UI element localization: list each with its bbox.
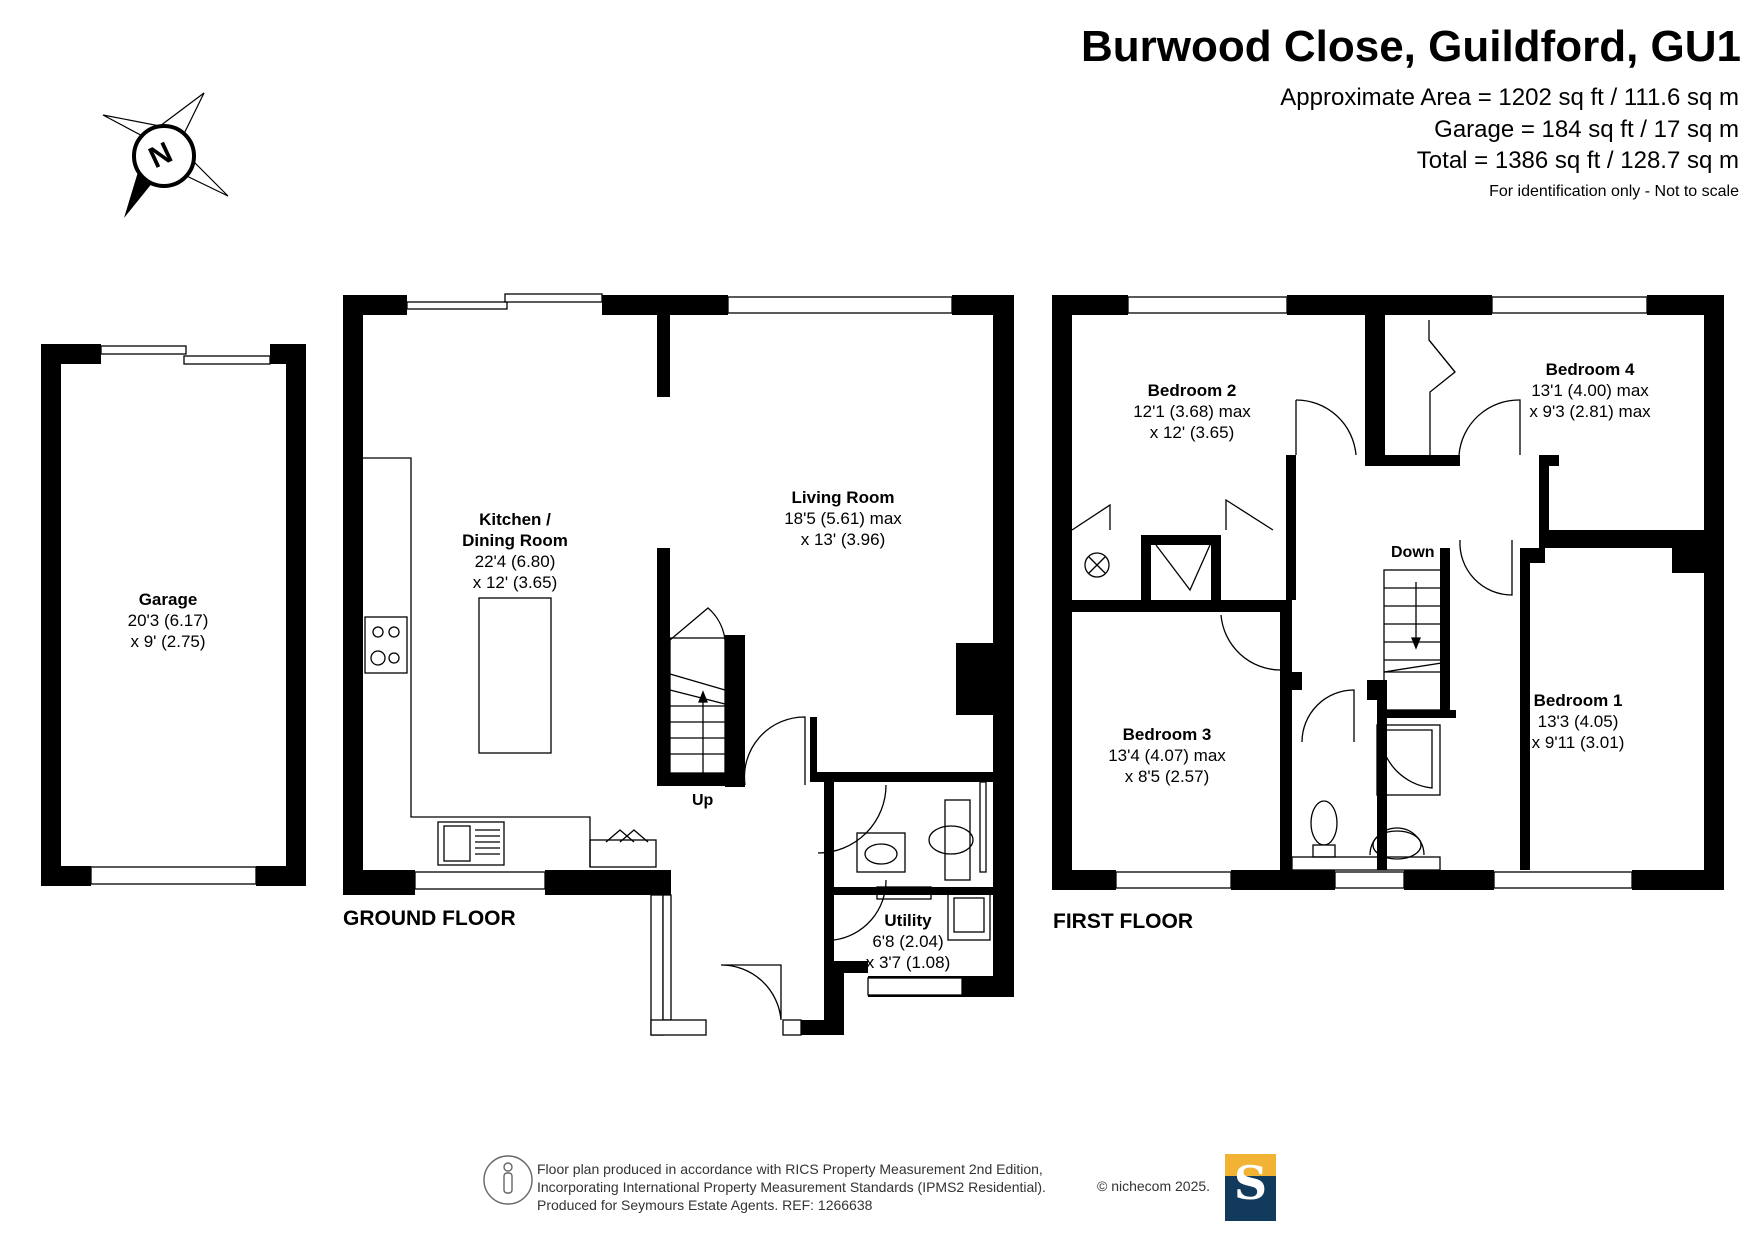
room-dim: x 9'3 (2.81) max xyxy=(1529,402,1651,421)
room-dim: x 8'5 (2.57) xyxy=(1124,767,1210,786)
room-name: Bedroom 2 xyxy=(1147,381,1237,400)
room-dim: x 9'11 (3.01) xyxy=(1531,733,1625,752)
room-dim: x 13' (3.96) xyxy=(800,530,886,549)
room-bedroom-4: Bedroom 4 13'1 (4.00) max x 9'3 (2.81) m… xyxy=(1529,359,1650,422)
first-floor-label: FIRST FLOOR xyxy=(1053,910,1193,933)
room-dim: x 3'7 (1.08) xyxy=(865,953,951,972)
footer-line: Floor plan produced in accordance with R… xyxy=(537,1161,1043,1177)
room-dim: x 9' (2.75) xyxy=(130,632,206,651)
garage-walls xyxy=(41,344,306,886)
room-kitchen: Kitchen / Dining Room 22'4 (6.80) x 12' … xyxy=(462,509,568,593)
room-dim: 13'1 (4.00) max xyxy=(1531,381,1649,400)
room-dim: x 12' (3.65) xyxy=(472,573,558,592)
room-dim: 6'8 (2.04) xyxy=(872,932,944,951)
room-living: Living Room 18'5 (5.61) max x 13' (3.96) xyxy=(784,487,902,550)
room-bedroom-3: Bedroom 3 13'4 (4.07) max x 8'5 (2.57) xyxy=(1108,724,1226,787)
ground-floor-walls xyxy=(343,295,1014,1035)
first-doors xyxy=(1071,320,1521,743)
room-dim: x 12' (3.65) xyxy=(1149,423,1235,442)
room-dim: 12'1 (3.68) max xyxy=(1133,402,1251,421)
ground-stairs xyxy=(669,637,726,775)
room-name: Dining Room xyxy=(462,531,568,550)
footer-notes: Floor plan produced in accordance with R… xyxy=(537,1160,1046,1214)
room-name: Kitchen / xyxy=(479,510,551,529)
room-name: Utility xyxy=(884,911,932,930)
disclaimer: For identification only - Not to scale xyxy=(1489,183,1739,200)
copyright: © nichecom 2025. xyxy=(1097,1178,1211,1194)
ground-floor-label: GROUND FLOOR xyxy=(343,907,516,930)
room-dim: 20'3 (6.17) xyxy=(127,611,209,630)
room-utility: Utility 6'8 (2.04) x 3'7 (1.08) xyxy=(866,910,951,973)
room-dim: 22'4 (6.80) xyxy=(474,552,556,571)
page-title: Burwood Close, Guildford, GU1 xyxy=(1081,22,1741,71)
ground-doors xyxy=(669,607,887,1021)
stairs-down-label: Down xyxy=(1391,544,1435,561)
ground-sanitary xyxy=(856,799,991,941)
first-sanitary xyxy=(1084,552,1441,871)
approx-area: Approximate Area = 1202 sq ft / 111.6 sq… xyxy=(1280,84,1739,111)
total-area: Total = 1386 sq ft / 128.7 sq m xyxy=(1416,147,1739,174)
room-dim: 13'4 (4.07) max xyxy=(1108,746,1226,765)
room-name: Garage xyxy=(138,590,198,609)
room-name: Bedroom 4 xyxy=(1545,360,1635,379)
footer-line: Incorporating International Property Mea… xyxy=(537,1179,1046,1195)
room-name: Living Room xyxy=(791,488,895,507)
first-floor-walls xyxy=(1052,295,1724,890)
garage-area: Garage = 184 sq ft / 17 sq m xyxy=(1434,116,1739,143)
kitchen-fittings xyxy=(363,457,657,868)
room-bedroom-2: Bedroom 2 12'1 (3.68) max x 12' (3.65) xyxy=(1133,380,1251,443)
room-name: Bedroom 1 xyxy=(1533,691,1623,710)
footer-line: Produced for Seymours Estate Agents. REF… xyxy=(537,1197,873,1213)
logo-letter: S xyxy=(1233,1156,1268,1210)
room-dim: 13'3 (4.05) xyxy=(1537,712,1619,731)
room-dim: 18'5 (5.61) max xyxy=(784,509,902,528)
seymours-logo: S xyxy=(1225,1154,1276,1221)
room-bedroom-1: Bedroom 1 13'3 (4.05) x 9'11 (3.01) xyxy=(1532,690,1625,753)
north-compass-icon xyxy=(102,92,229,218)
stairs-up-label: Up xyxy=(692,792,714,809)
room-name: Bedroom 3 xyxy=(1122,725,1212,744)
room-garage: Garage 20'3 (6.17) x 9' (2.75) xyxy=(128,589,209,652)
person-icon xyxy=(483,1155,533,1205)
first-stairs xyxy=(1383,569,1449,711)
